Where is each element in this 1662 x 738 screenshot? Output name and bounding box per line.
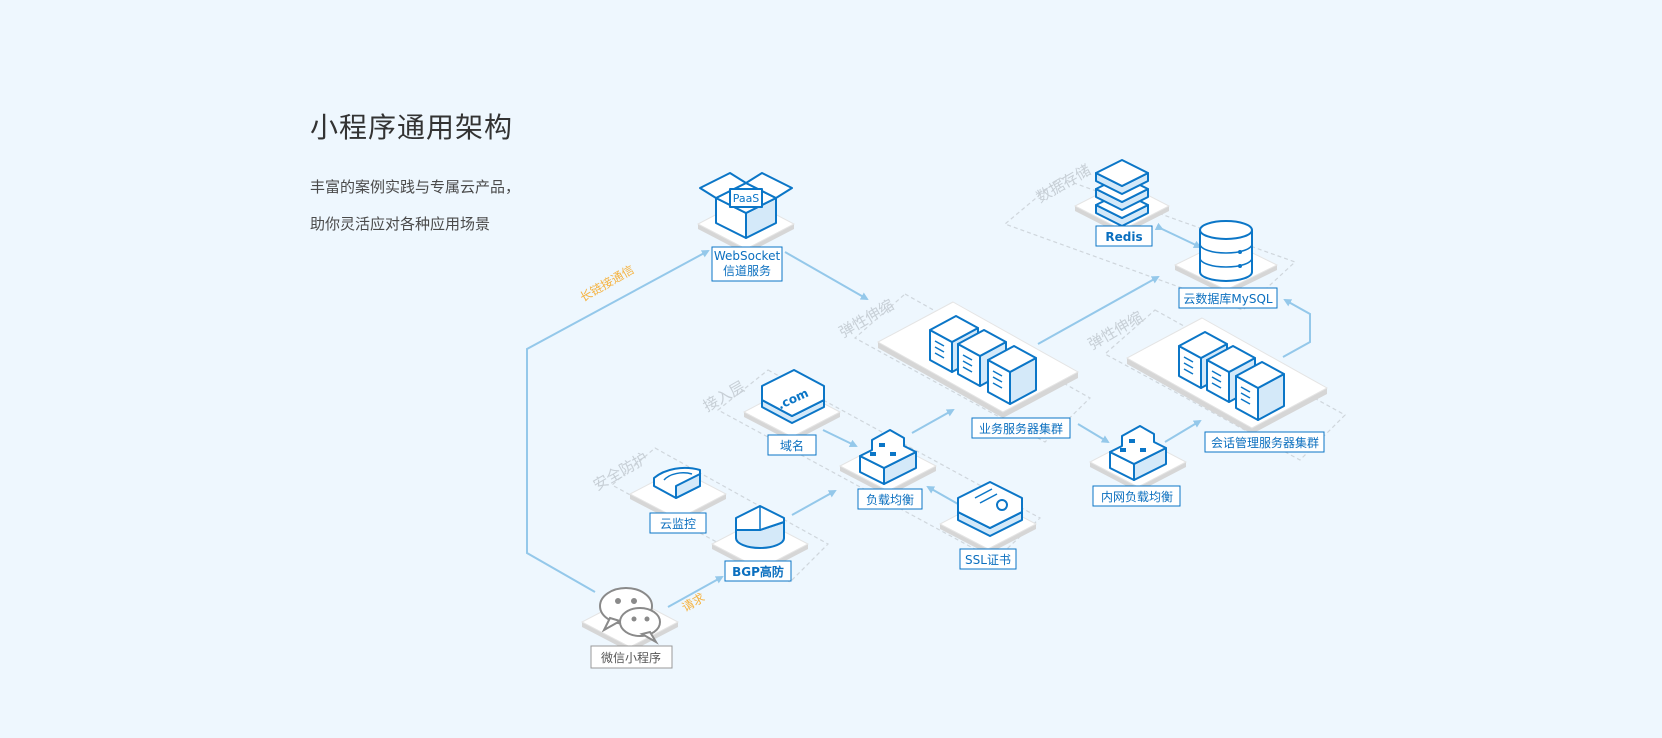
node-wechat-app: 微信小程序	[580, 587, 680, 669]
database-icon	[1199, 220, 1253, 282]
ssl-label: SSL证书	[965, 553, 1011, 567]
load-balancer-icon	[1109, 425, 1167, 481]
arrow-internal-lb-to-session	[1164, 419, 1202, 443]
node-internal-lb: 内网负载均衡	[1088, 425, 1188, 507]
mysql-label: 云数据库MySQL	[1183, 291, 1273, 306]
zone-label-access-layer: 接入层	[700, 377, 748, 415]
domain-label: 域名	[780, 438, 804, 453]
wechat-icon	[599, 587, 661, 645]
monitor-gauge-icon	[653, 466, 701, 499]
certificate-icon	[957, 481, 1023, 537]
arrow-wechat-to-websocket	[526, 250, 710, 593]
arrow-session-to-mysql	[1282, 299, 1311, 358]
arrow-domain-to-lb	[822, 429, 858, 447]
paas-box-icon: PaaS	[699, 172, 793, 239]
arrow-wechat-to-bgp	[667, 576, 724, 608]
load-balancer-icon	[859, 429, 917, 485]
arrow-lb-to-biz	[911, 409, 955, 434]
arrow-ssl-to-lb	[926, 486, 959, 505]
arrow-bgp-to-lb	[791, 490, 837, 516]
load-balance-label: 负载均衡	[866, 493, 914, 507]
domain-icon: .com	[761, 369, 825, 424]
redis-label: Redis	[1105, 230, 1142, 244]
wechat-app-label: 微信小程序	[601, 650, 661, 665]
flow-label-long-connection: 长链接通信	[577, 262, 636, 305]
arrow-redis-mysql	[1154, 222, 1202, 249]
cloud-monitor-label: 云监控	[660, 517, 696, 531]
zone-label-data-storage: 数据存储	[1033, 161, 1094, 207]
shield-icon	[735, 505, 785, 549]
description-line-2: 助你灵活应对各种应用场景	[310, 215, 491, 233]
server-icon	[987, 345, 1037, 405]
node-mysql: 云数据库MySQL	[1173, 220, 1279, 309]
arrow-websocket-to-biz	[784, 251, 869, 300]
node-ssl: SSL证书	[938, 481, 1038, 570]
node-biz-cluster: 业务服务器集群	[876, 301, 1080, 439]
description-line-1: 丰富的案例实践与专属云产品，	[310, 178, 521, 196]
redis-stack-icon	[1095, 159, 1149, 227]
paas-badge: PaaS	[733, 192, 760, 205]
bgp-label: BGP高防	[732, 564, 784, 579]
page-title: 小程序通用架构	[310, 111, 514, 144]
zone-label-elastic-1: 弹性伸缩	[836, 296, 897, 342]
biz-cluster-label: 业务服务器集群	[979, 421, 1063, 436]
node-redis: Redis	[1073, 159, 1171, 247]
zone-label-elastic-2: 弹性伸缩	[1085, 308, 1146, 354]
node-bgp: BGP高防	[710, 505, 810, 582]
node-cloud-monitor: 云监控	[628, 466, 728, 534]
arrow-biz-to-mysql	[1037, 276, 1160, 345]
session-cluster-label: 会话管理服务器集群	[1211, 435, 1319, 450]
node-domain: .com 域名	[742, 369, 842, 456]
arrow-biz-to-internal-lb	[1077, 423, 1110, 444]
node-session-cluster: 会话管理服务器集群	[1125, 317, 1329, 453]
server-icon	[1235, 361, 1285, 421]
websocket-label-line1: WebSocket	[714, 249, 781, 263]
websocket-label-line2: 信道服务	[723, 263, 771, 278]
node-websocket: PaaS WebSocket 信道服务	[696, 172, 796, 282]
flow-label-request: 请求	[680, 590, 708, 614]
internal-lb-label: 内网负载均衡	[1101, 490, 1173, 504]
node-load-balance: 负载均衡	[838, 429, 938, 510]
connections: 长链接通信 请求	[526, 222, 1311, 615]
